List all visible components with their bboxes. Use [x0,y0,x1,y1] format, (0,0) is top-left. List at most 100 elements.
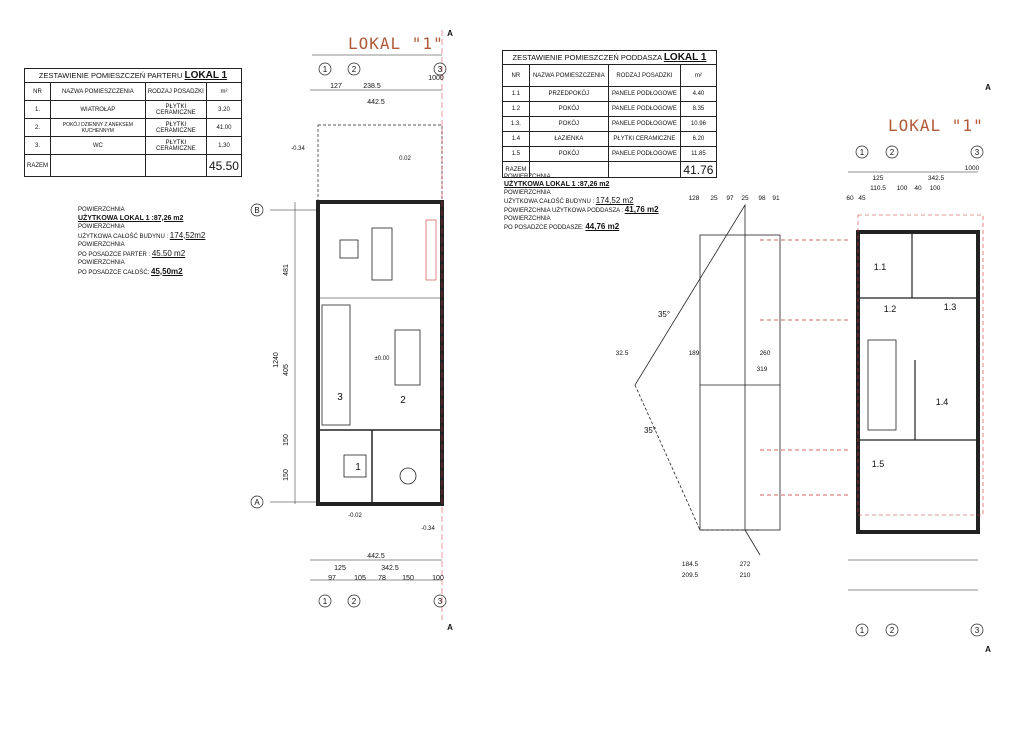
info-value: 41,76 m2 [624,205,659,214]
ground-floor-plan [270,30,444,620]
dim-label: 78 [378,575,386,582]
dim-label: 1000 [428,75,444,82]
dim-label: 1000 [965,165,980,172]
dim-label: 25 [710,195,718,202]
info-value: 44,76 m2 [585,222,620,231]
dim-label: 97 [726,195,734,202]
info-value: 87,26 m2 [579,181,610,188]
axis-bubble-2 [885,145,899,159]
axis-bubble-3 [970,145,984,159]
axis-label: 3 [438,597,443,606]
info-line: UŻYTKOWA CAŁOŚĆ BUDYNU : [78,233,169,240]
dim-label: 127 [330,83,342,90]
dim-label: 405 [283,364,290,376]
section-marker: A [447,29,453,38]
dim-label: 91 [772,195,780,202]
red-annotation [425,219,437,281]
table-title-text: ZESTAWIENIE POMIESZCZEŃ PODDASZA [512,53,662,62]
attic-plan-title: LOKAL "1" [888,116,984,135]
section-marker: A [985,645,991,654]
room-label: 3 [337,392,343,403]
roof-section [634,203,850,556]
dim-label: 105 [354,575,366,582]
axis-label: A [254,498,260,507]
angle-label: 35° [644,426,656,435]
dim-label: 98 [758,195,766,202]
cell: POKÓJ [528,146,609,162]
info-line: PO POSADZCE CAŁOŚĆ: [78,269,150,276]
axis-label: 1 [860,626,865,635]
dim-label: 481 [283,264,290,276]
info-value: 87,26 m2 [153,214,184,222]
info-value: 174,52 m2 [595,196,634,205]
dim-label: 100 [930,185,941,192]
exterior-wall [316,200,444,506]
dim-label: 25 [741,195,749,202]
axis-bubble-3 [433,62,447,76]
info-line: PO POSADZCE PARTER : [78,251,151,258]
info-line: POWIERZCHNIA [504,190,551,196]
dim-label: 150 [283,469,290,481]
dim-label: 125 [334,565,346,572]
attic-room-table: ZESTAWIENIE POMIESZCZEŃ PODDASZA LOKAL 1… [502,50,718,178]
room-label: 1.1 [874,262,887,272]
axis-bubble-1 [318,594,332,608]
attic-area-summary: POWIERZCHNIA UŻYTKOWA LOKAL 1 :87,26 m2 … [504,173,659,232]
cell: PŁYTKI CERAMICZNE [144,100,207,119]
axis-label: 3 [975,148,980,157]
axis-label: 1 [323,65,328,74]
dim-label: 150 [283,434,290,446]
ground-plan-title: LOKAL "1" [348,34,444,53]
exterior-wall [856,230,980,534]
cell: RAZEM [24,154,51,177]
dim-label: 32.5 [616,350,629,357]
ground-floor-room-table: ZESTAWIENIE POMIESZCZEŃ PARTERU LOKAL 1 … [24,68,243,177]
cell: PŁYTKI CERAMICZNE [144,136,207,155]
roof-outline [634,203,761,556]
axis-label: 3 [438,65,443,74]
dim-label: 40 [914,185,922,192]
terrace-outline [317,124,443,203]
info-line: POWIERZCHNIA [504,216,551,222]
attic-table-title: ZESTAWIENIE POMIESZCZEŃ PODDASZA LOKAL 1 [502,50,717,64]
attic-floor-plan [848,171,984,591]
dim-label: 210 [740,572,751,579]
axis-label: 1 [323,597,328,606]
level-mark: -0.02 [348,513,362,519]
axis-label: 2 [890,148,895,157]
dining-table [394,329,421,386]
info-line: POWIERZCHNIA UŻYTKOWA PODDASZA : [504,208,624,214]
dim-label: 238.5 [363,83,381,90]
vestibule [343,454,367,478]
table-title-bold: LOKAL 1 [184,70,228,81]
room-label: 1.5 [872,459,885,469]
level-mark: -0.34 [421,526,435,532]
axis-bubble-1 [855,145,869,159]
roof-outline-lower [634,384,760,531]
angle-label: 35° [658,310,670,319]
room-label: 1.4 [936,397,949,407]
axis-label: 2 [890,626,895,635]
info-line: POWIERZCHNIA [78,224,125,230]
dim-label: 209.5 [682,572,699,579]
axis-bubble-1 [855,623,869,637]
room-label: 1 [355,462,361,473]
info-value: 174,52m2 [169,230,206,240]
axis-bubble-2 [885,623,899,637]
axis-bubble-A [250,495,264,509]
info-line: UŻYTKOWA LOKAL 1 : [78,214,154,222]
axis-label: 2 [352,65,357,74]
total-value: 41.76 [679,161,718,178]
section-marker: A [985,83,991,92]
info-line: POWIERZCHNIA [504,174,551,180]
axis-bubble-2 [347,594,361,608]
axis-bubble-3 [970,623,984,637]
dim-label: 260 [760,350,771,357]
room-label: 1.3 [944,302,957,312]
table-title-bold: LOKAL 1 [663,52,707,63]
sofa [371,227,393,281]
info-value: 45.50 m2 [151,248,186,258]
dim-label: 100 [897,185,908,192]
